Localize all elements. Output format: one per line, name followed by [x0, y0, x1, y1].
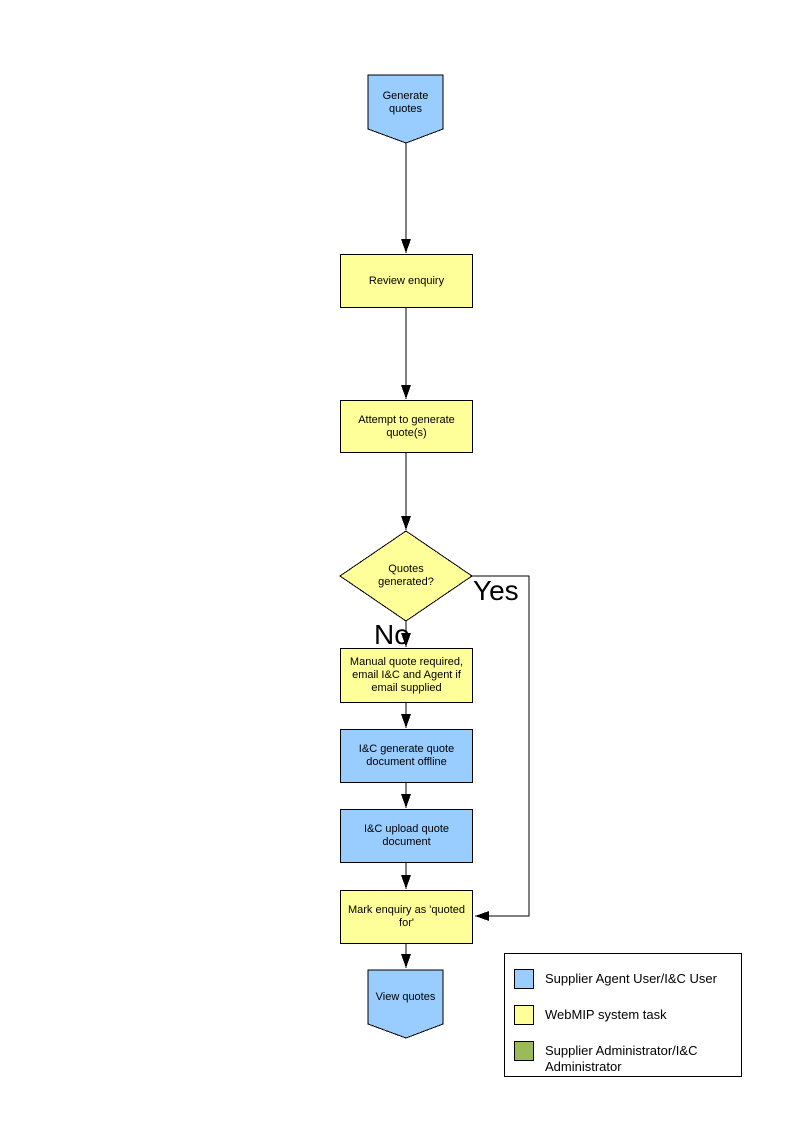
- node-ic-generate-quote-offline: I&C generate quote document offline: [340, 729, 473, 783]
- legend-item: Supplier Administrator/I&C Administrator: [514, 1041, 733, 1075]
- legend-swatch-supplier-administrator: [514, 1041, 534, 1061]
- node-mark-enquiry-quoted-for: Mark enquiry as 'quoted for': [340, 890, 473, 944]
- node-ic-upload-quote-document: I&C upload quote document: [340, 809, 473, 863]
- branch-label-yes: Yes: [473, 575, 519, 606]
- node-review-enquiry: Review enquiry: [340, 254, 473, 308]
- legend: Supplier Agent User/I&C User WebMIP syst…: [504, 953, 742, 1077]
- node-attempt-generate-quotes: Attempt to generate quote(s): [340, 400, 473, 453]
- legend-item-label: Supplier Administrator/I&C Administrator: [545, 1043, 698, 1074]
- legend-item: Supplier Agent User/I&C User: [514, 969, 733, 989]
- legend-item-label: WebMIP system task: [545, 1007, 667, 1022]
- legend-item: WebMIP system task: [514, 1005, 733, 1025]
- start-terminator-label: Generate quotes: [382, 89, 429, 115]
- legend-item-label: Supplier Agent User/I&C User: [545, 971, 717, 986]
- legend-swatch-supplier-agent-user: [514, 969, 534, 989]
- branch-label-no: No: [374, 619, 410, 650]
- node-manual-quote-required: Manual quote required, email I&C and Age…: [340, 648, 473, 703]
- decision-label: Quotes generated?: [378, 563, 434, 588]
- arrow-decision-yes-to-mark: [472, 575, 530, 921]
- end-terminator-label: View quotes: [375, 991, 436, 1003]
- legend-swatch-webmip-system-task: [514, 1005, 534, 1025]
